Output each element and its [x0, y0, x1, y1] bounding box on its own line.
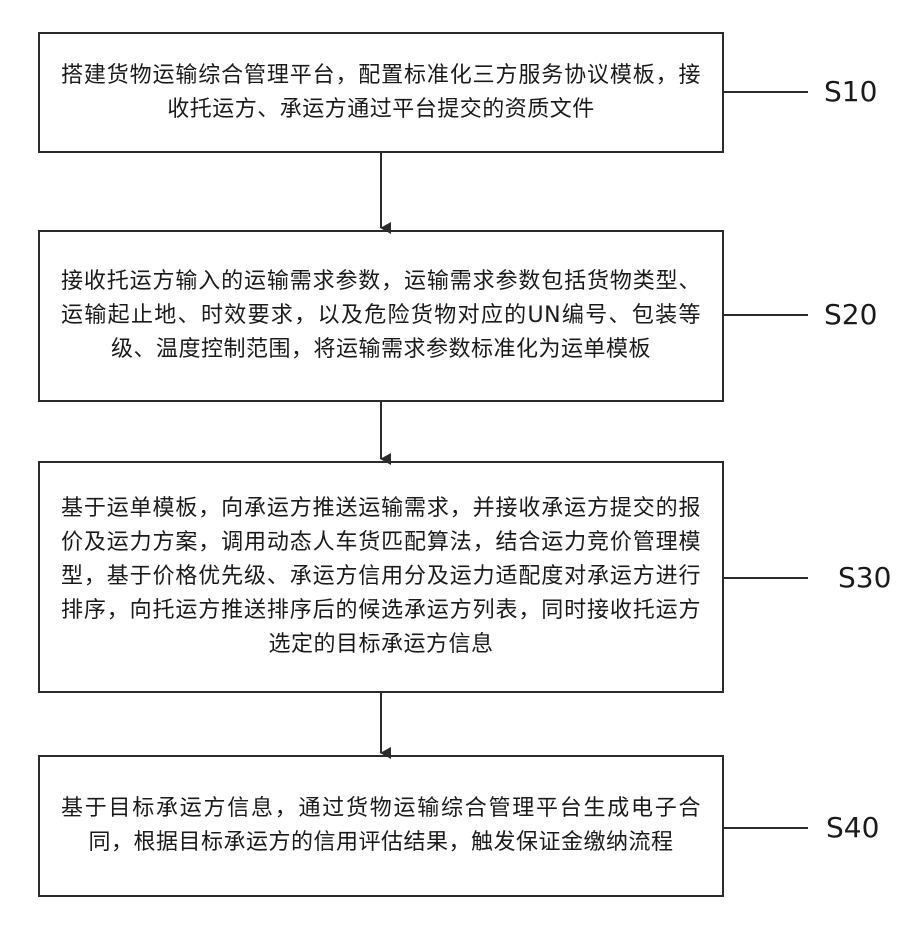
step-label-s20: S20 [824, 299, 877, 331]
step-label-s40: S40 [826, 812, 879, 844]
step-label-s10: S10 [824, 76, 877, 108]
step-label-s30: S30 [838, 562, 891, 594]
